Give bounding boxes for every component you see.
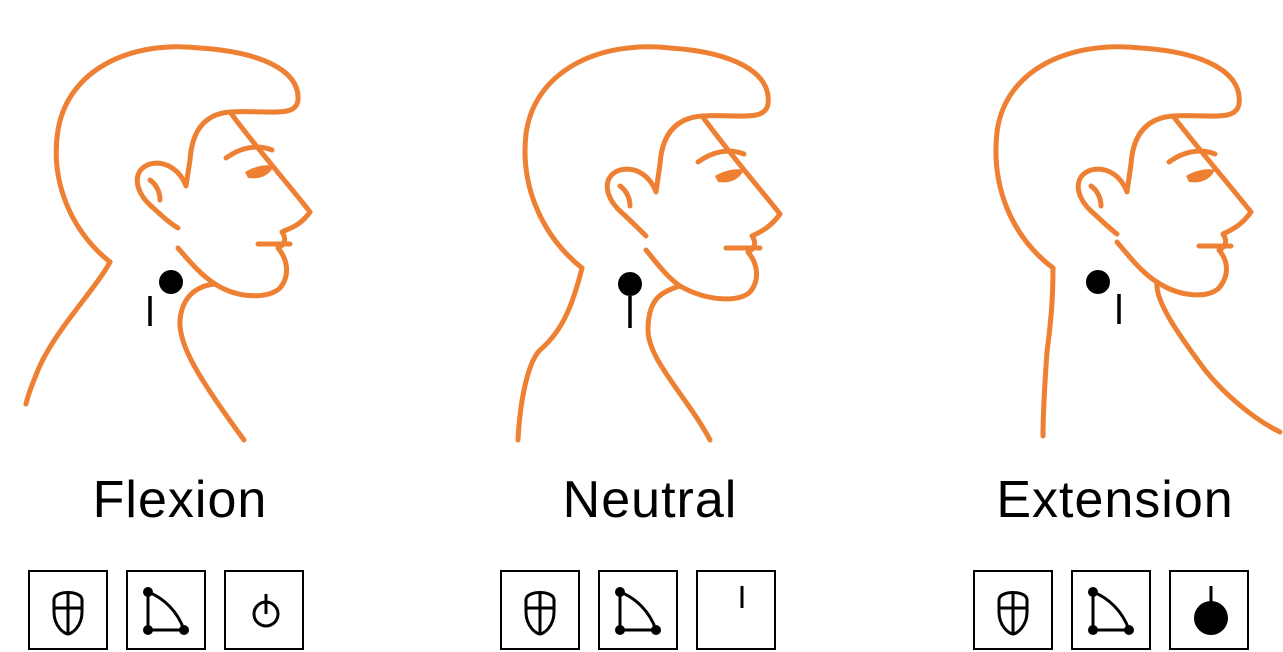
circle-with-stem-icon [224, 570, 304, 650]
panel-extension: Extension [935, 0, 1283, 652]
tongue-outline-icon [28, 570, 108, 650]
icon-row [500, 570, 776, 650]
head-profile-extension-illustration [935, 0, 1283, 460]
sensor-dot-marker [159, 270, 183, 294]
posture-label: Neutral [470, 468, 830, 532]
angle-joint-icon [126, 570, 206, 650]
angle-joint-icon [598, 570, 678, 650]
icon-row [973, 570, 1249, 650]
panel-flexion: Flexion [0, 0, 360, 652]
posture-label: Flexion [0, 468, 360, 532]
sensor-dot-marker [1086, 270, 1110, 294]
tongue-outline-icon [500, 570, 580, 650]
tongue-outline-icon [973, 570, 1053, 650]
panel-neutral: Neutral [470, 0, 830, 652]
angle-joint-icon [1071, 570, 1151, 650]
icon-row [28, 570, 304, 650]
sensor-dot-marker [618, 272, 642, 296]
posture-label: Extension [935, 468, 1283, 532]
filled-circle-with-stem-icon [1169, 570, 1249, 650]
vertical-line-icon [696, 570, 776, 650]
head-profile-flexion-illustration [0, 0, 360, 460]
head-profile-neutral-illustration [470, 0, 830, 460]
